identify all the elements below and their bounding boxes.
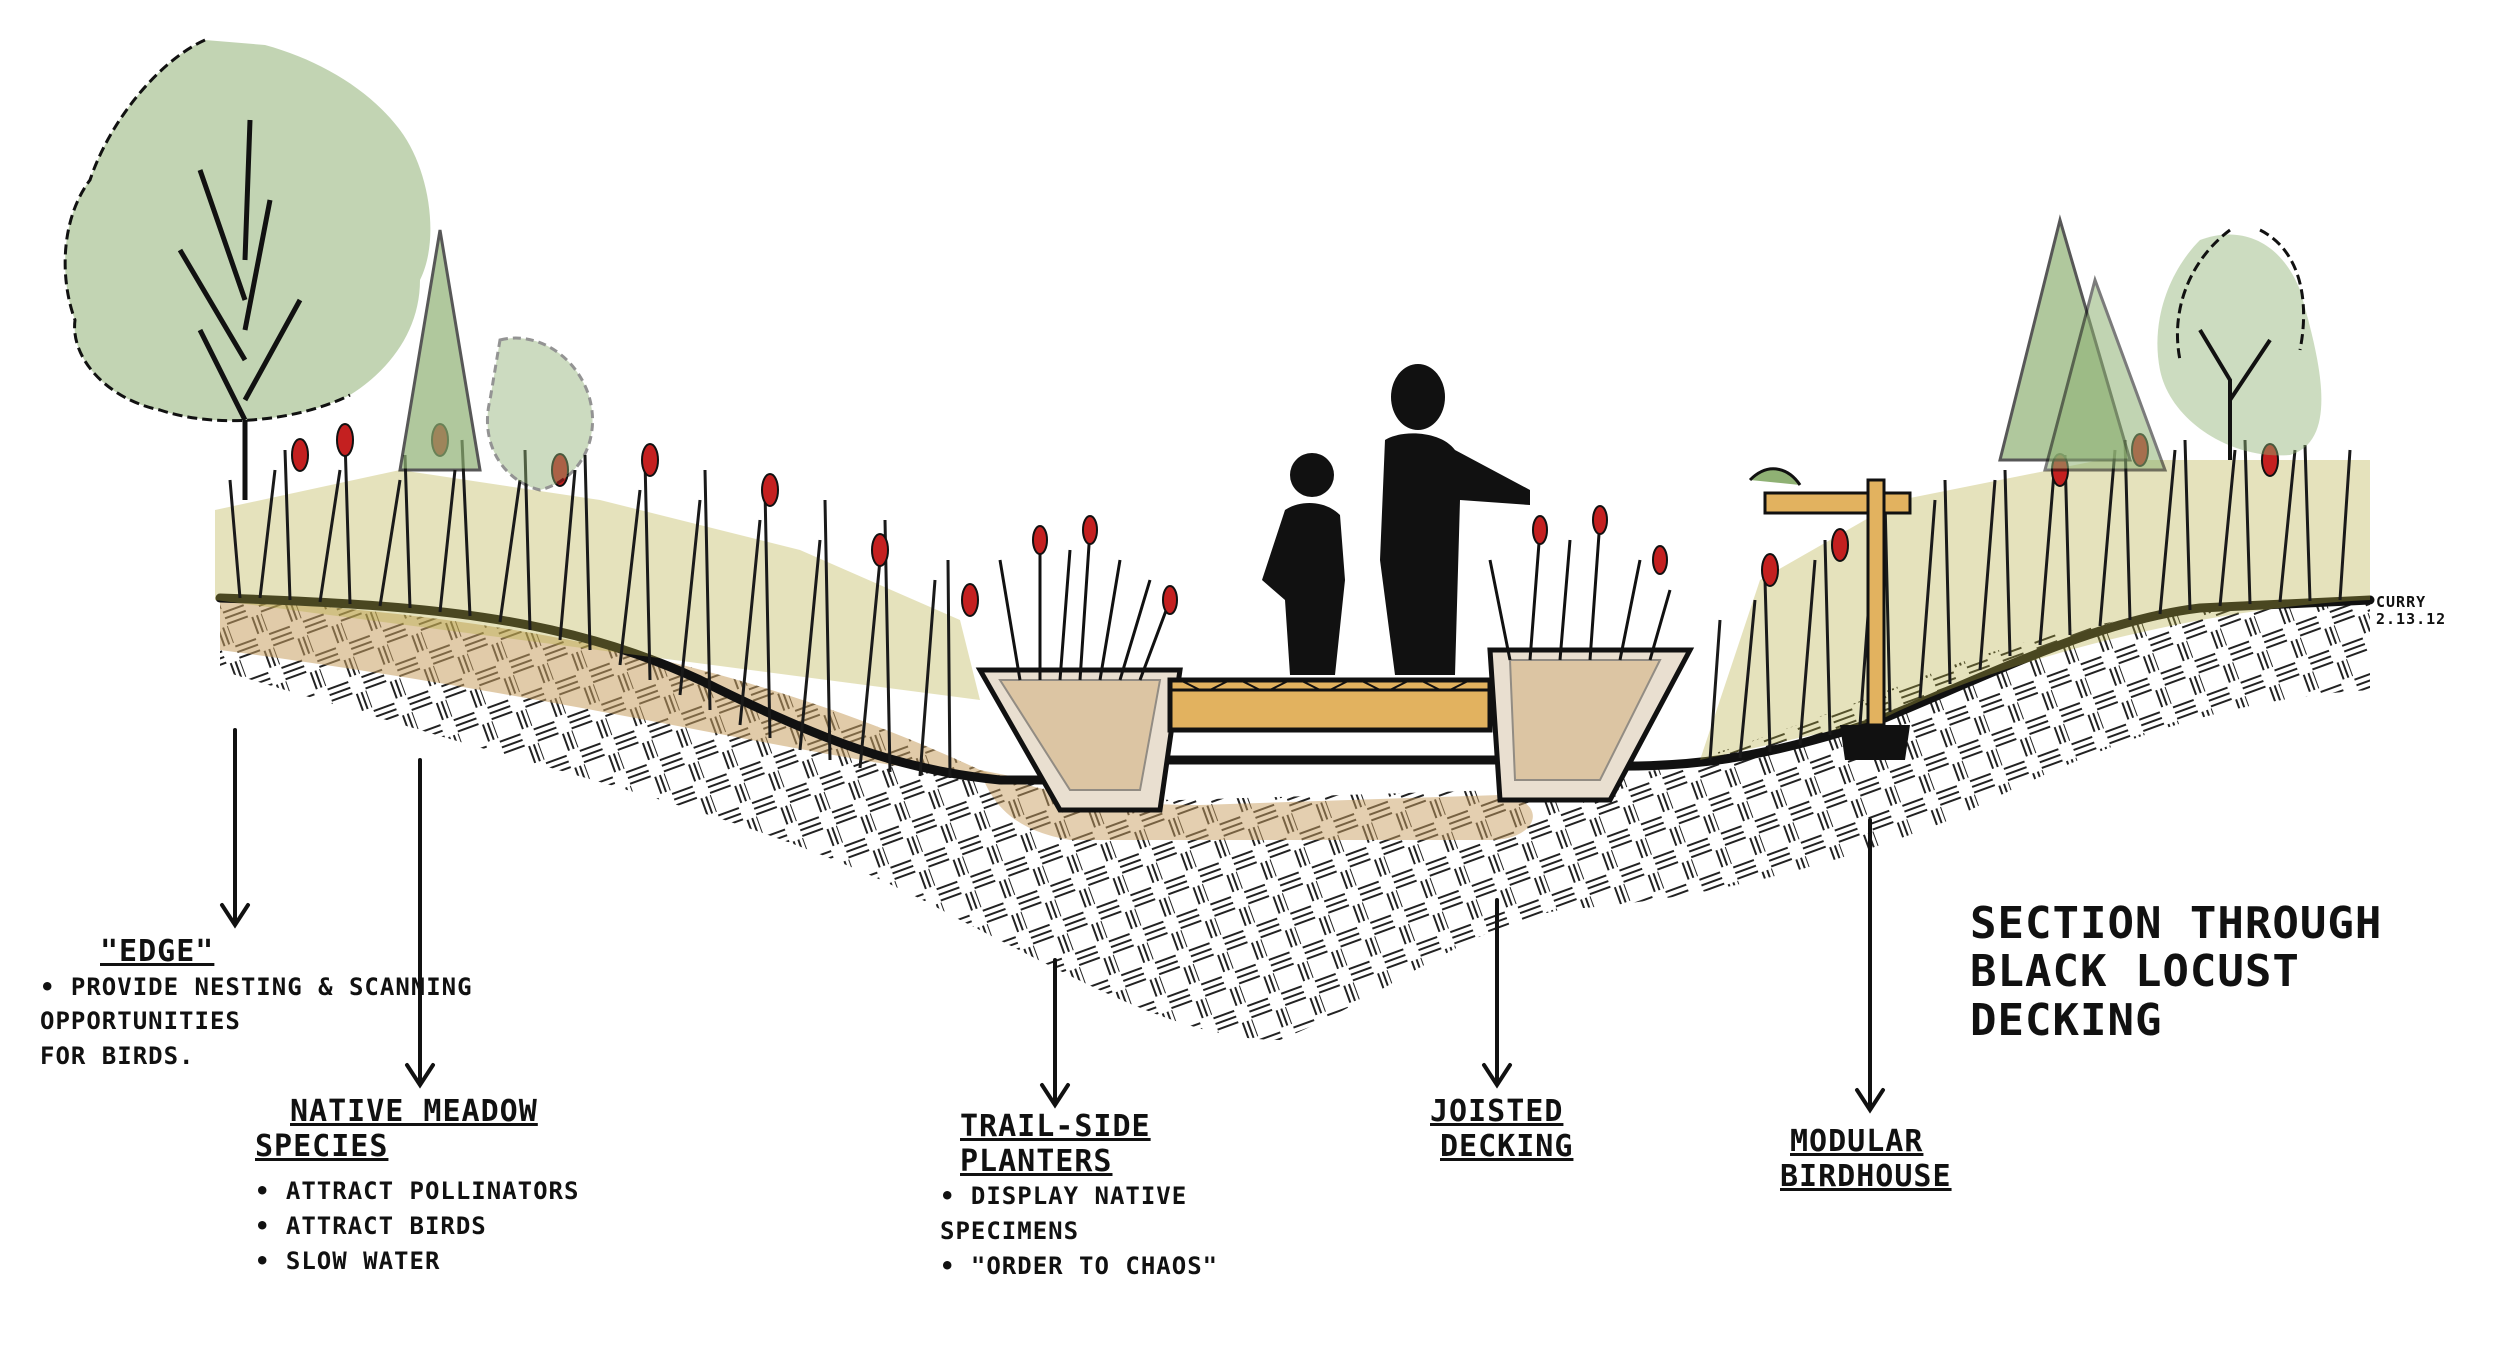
- callout-bullet: • SLOW WATER: [255, 1246, 441, 1275]
- callout-edge: "EDGE" • PROVIDE NESTING & SCANNING OPPO…: [40, 934, 473, 1074]
- meadow-grass-left: [215, 439, 980, 779]
- callout-native-meadow: NATIVE MEADOW SPECIES • ATTRACT POLLINAT…: [255, 1094, 580, 1278]
- callout-bullet: • ATTRACT POLLINATORS: [255, 1177, 580, 1205]
- callout-heading: JOISTED: [1430, 1094, 1564, 1129]
- callout-bullet: • DISPLAY NATIVE: [940, 1182, 1188, 1210]
- conifer-tree-right: [1998, 214, 2168, 472]
- person-silhouette-child: [1262, 453, 1345, 675]
- callout-bullet: • "ORDER TO CHAOS": [940, 1251, 1219, 1280]
- callout-joisted-decking: JOISTED DECKING: [1420, 1094, 1574, 1164]
- trail-side-planter-right: [1487, 505, 1695, 803]
- title-line: BLACK LOCUST: [1970, 946, 2300, 998]
- callout-bullet: FOR BIRDS.: [40, 1042, 195, 1071]
- leader-arrows: [220, 728, 1885, 1114]
- callout-heading: BIRDHOUSE: [1780, 1158, 1952, 1194]
- deciduous-tree-left: [63, 38, 431, 500]
- callout-heading: "EDGE": [100, 934, 215, 969]
- callout-bullet: OPPORTUNITIES: [40, 1007, 241, 1036]
- signature-name: CURRY: [2376, 593, 2427, 611]
- signature: CURRY 2.13.12: [2376, 593, 2447, 629]
- callout-bullet: • ATTRACT BIRDS: [255, 1211, 487, 1240]
- callout-heading: SPECIES: [255, 1128, 389, 1164]
- signature-date: 2.13.12: [2376, 610, 2447, 629]
- modular-birdhouse: [1748, 467, 1912, 760]
- callout-modular-birdhouse: MODULAR BIRDHOUSE: [1780, 1124, 1952, 1194]
- title-line: SECTION THROUGH: [1970, 898, 2383, 949]
- callout-trail-side-planters: TRAIL-SIDE PLANTERS • DISPLAY NATIVE SPE…: [940, 1109, 1219, 1283]
- callout-heading: TRAIL-SIDE: [960, 1109, 1151, 1144]
- section-title: SECTION THROUGH BLACK LOCUST DECKING: [1970, 898, 2383, 1046]
- deciduous-tree-right: [2157, 228, 2322, 460]
- callout-heading: PLANTERS: [960, 1143, 1113, 1179]
- joisted-decking: [1167, 677, 1493, 733]
- trail-side-planter-left: [975, 515, 1183, 813]
- person-silhouette-adult: [1380, 364, 1530, 675]
- callout-bullet: SPECIMENS: [940, 1216, 1080, 1245]
- callout-heading: DECKING: [1440, 1128, 1574, 1164]
- callout-heading: MODULAR: [1790, 1124, 1924, 1159]
- title-line: DECKING: [1970, 994, 2163, 1046]
- conifer-tree-left: [398, 229, 595, 492]
- callout-heading: NATIVE MEADOW: [290, 1094, 538, 1129]
- callout-bullet: • PROVIDE NESTING & SCANNING: [40, 972, 473, 1001]
